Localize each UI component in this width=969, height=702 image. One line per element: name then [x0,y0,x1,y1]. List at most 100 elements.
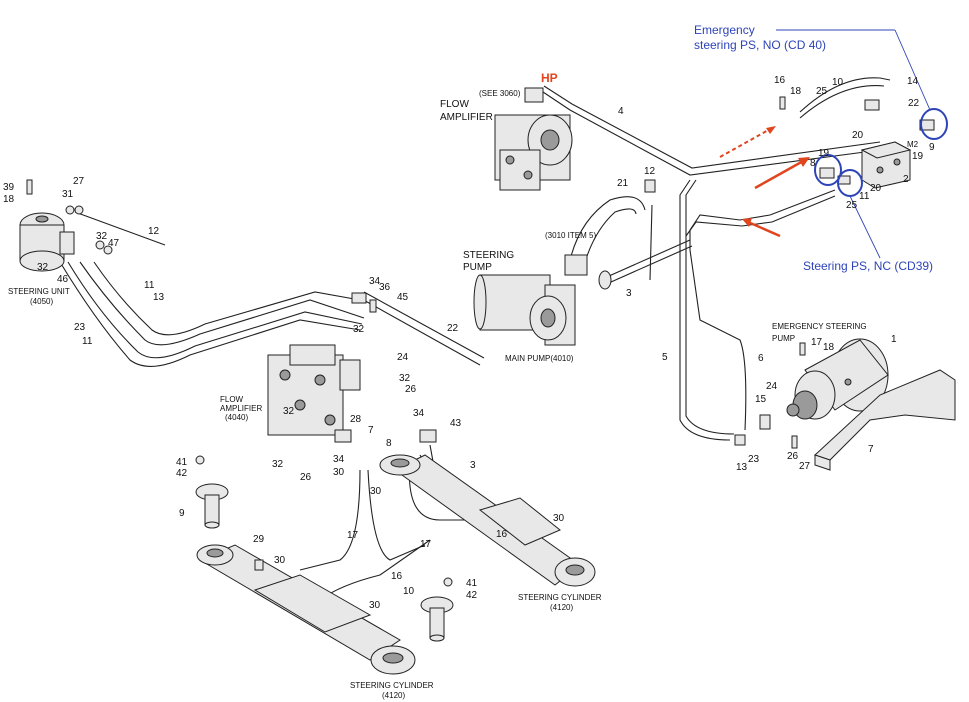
part-number: 42 [176,468,188,479]
part-number: 34 [413,408,425,419]
pipe-13 [79,261,365,346]
part-number: 12 [148,226,160,237]
part-number: 19 [818,148,830,159]
part-number: 29 [253,534,265,545]
cylinder-right-label-1: STEERING CYLINDER [518,593,602,602]
steering-cylinder-right [379,454,596,587]
steering-pump-label-2: PUMP [463,262,492,273]
part-number: 28 [350,414,362,425]
pipe-12b [649,204,653,281]
steering-nc-label: Steering PS, NC (CD39) [803,259,933,273]
part-number: 42 [466,590,478,601]
part-number: 47 [108,238,120,249]
flow-arrows [719,126,810,238]
pipe-11b [93,261,361,336]
part-number: 15 [755,394,767,405]
part-number: 9 [929,142,935,153]
part-number: 22 [908,98,920,109]
part-number: 16 [774,75,786,86]
flow-amplifier-mid-label-1: FLOW [220,395,244,404]
return-flow-arrow [747,220,781,238]
part-number: 20 [870,183,882,194]
emergency-ps-circle [920,108,948,140]
pin-10 [420,596,454,642]
annotations: Emergency steering PS, NO (CD 40) Steeri… [541,23,948,273]
part-number: 30 [274,555,286,566]
component-labels: (SEE 3060) FLOW AMPLIFIER (3010 ITEM 5) … [8,89,867,700]
part-number: 13 [736,462,748,473]
emergency-pump-label-1: EMERGENCY STEERING [772,322,867,331]
pipe-3 [599,239,691,281]
part-number: 25 [816,86,828,97]
part-number: 14 [907,76,919,87]
part-number: 10 [403,586,415,597]
part-number: 8 [386,438,392,449]
emergency-pump-label-2: PUMP [772,334,795,343]
part-number: 45 [397,292,409,303]
pipe-11 [67,261,363,359]
part-number: 3 [470,460,476,471]
emergency-steering-pump [786,338,956,471]
part-number: 24 [766,381,778,392]
flow-amplifier-mid-label-3: (4040) [225,413,248,422]
part-number: 17 [347,530,359,541]
part-number: 24 [397,352,409,363]
fittings [26,96,806,587]
part-number: 13 [153,292,165,303]
flow-amplifier-mid [267,344,361,436]
pipe-17 [299,469,361,571]
supply-flow-arrow [754,158,806,190]
part-number: 32 [283,406,295,417]
part-number: 25 [846,200,858,211]
main-pump-label: MAIN PUMP(4010) [505,354,574,363]
part-number: 34 [333,454,345,465]
part-number: 32 [37,262,49,273]
part-number: 43 [450,418,462,429]
part-number: M2 [907,140,919,149]
flow-amplifier-top [494,87,573,191]
part-number: 26 [405,384,417,395]
part-number: 22 [447,323,459,334]
cylinder-right-label-2: (4120) [550,603,573,612]
flow-amplifier-mid-label-2: AMPLIFIER [220,404,262,413]
part-number: 32 [96,231,108,242]
part-number: 26 [300,472,312,483]
part-number: 31 [62,189,74,200]
part-number: 16 [391,571,403,582]
part-number: 39 [3,182,15,193]
part-number: 19 [912,151,924,162]
part-number: 34 [369,276,381,287]
cylinder-left-label-2: (4120) [382,691,405,700]
part-number: 18 [823,342,835,353]
part-number: 2 [903,174,909,185]
part-number: 32 [272,459,284,470]
part-number: 11 [82,336,93,347]
steering-ps-circle-a [814,154,842,186]
part-number: 20 [852,130,864,141]
see-3010-label: (3010 ITEM 5) [545,231,596,240]
part-number: 12 [644,166,656,177]
part-number: 30 [553,513,565,524]
part-number: 18 [790,86,802,97]
pipe-4 [539,89,881,176]
part-number: 23 [748,454,760,465]
part-number: 41 [176,457,188,468]
pipe-5 [679,179,731,441]
part-number: 30 [369,600,381,611]
see-3060-label: (SEE 3060) [479,89,521,98]
cylinder-left-label-1: STEERING CYLINDER [350,681,434,690]
part-number: 32 [399,373,411,384]
part-number: 7 [368,425,374,436]
part-number: 8 [810,158,816,169]
part-number: 3 [626,288,632,299]
steering-cylinder-left [196,544,416,675]
pipe-23 [59,261,361,367]
part-number: 1 [891,334,897,345]
part-number: 36 [379,282,391,293]
part-number: 16 [496,529,508,540]
part-number: 4 [618,106,624,117]
part-number: 46 [57,274,69,285]
part-number: 11 [859,191,870,202]
